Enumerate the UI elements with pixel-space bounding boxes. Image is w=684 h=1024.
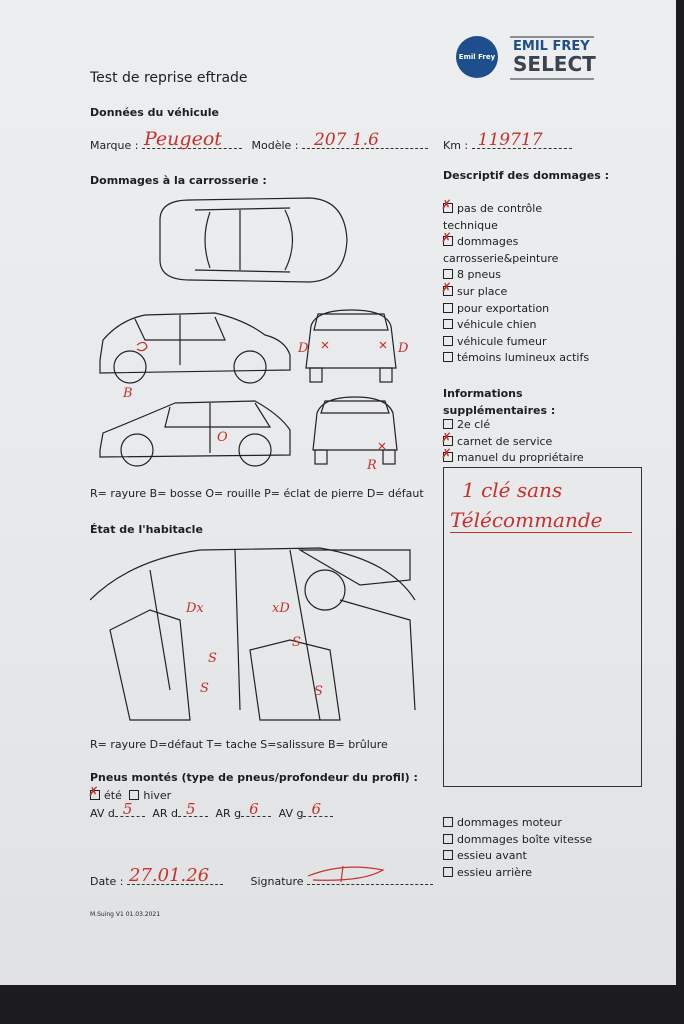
checkbox-service-book[interactable]: carnet de service xyxy=(441,431,584,452)
checkbox-no-inspection-cont: technique xyxy=(443,218,498,232)
checkbox-owner-manual[interactable]: manuel du propriétaire xyxy=(441,447,584,468)
checkbox-export[interactable]: pour exportation xyxy=(443,302,589,319)
checkbox-warning-lights[interactable]: témoins lumineux actifs xyxy=(443,351,589,368)
summer-checkbox[interactable]: été xyxy=(88,785,122,802)
checkbox-body-damage[interactable]: dommages xyxy=(441,231,589,252)
emil-frey-logo: Emil Frey EMIL FREY SELECT xyxy=(456,36,596,80)
extra-info-list: 2e clé carnet de service manuel du propr… xyxy=(441,418,584,468)
checkbox-gearbox-damage[interactable]: dommages boîte vitesse xyxy=(443,833,592,850)
mark-front-left: D xyxy=(297,341,309,356)
mark-seat-2: S xyxy=(200,681,209,696)
tire-type-row: été hiver xyxy=(88,785,171,802)
checkbox-no-inspection[interactable]: pas de contrôle xyxy=(441,198,589,219)
modele-field[interactable]: 207 1.6 xyxy=(302,130,428,150)
notes-box[interactable]: 1 clé sans Télécommande xyxy=(443,467,642,787)
km-field[interactable]: 119717 xyxy=(471,130,572,150)
mark-right-door: O xyxy=(217,430,228,445)
checkbox-engine-damage[interactable]: dommages moteur xyxy=(443,816,592,833)
car-right-side[interactable]: O xyxy=(95,395,295,475)
checkbox-dog-vehicle[interactable]: véhicule chien xyxy=(443,318,589,335)
car-left-side[interactable]: B xyxy=(95,305,295,400)
logo-badge: Emil Frey xyxy=(456,36,498,78)
marque-label: Marque : xyxy=(90,139,139,152)
km-label: Km : xyxy=(443,139,469,152)
interior-title: État de l'habitacle xyxy=(90,523,203,536)
km-row: Km : 119717 xyxy=(443,130,572,152)
car-top-view[interactable] xyxy=(150,190,350,290)
checkbox-smoker-vehicle[interactable]: véhicule fumeur xyxy=(443,335,589,352)
vehicle-section-title: Données du véhicule xyxy=(90,106,219,119)
damage-desc-list: pas de contrôle technique dommages carro… xyxy=(441,198,589,368)
body-damage-title: Dommages à la carrosserie : xyxy=(90,174,267,187)
tires-title: Pneus montés (type de pneus/profondeur d… xyxy=(90,771,418,784)
signature-label: Signature xyxy=(250,875,304,888)
mark-front-right: D xyxy=(397,341,408,356)
mark-rear-door: Dx xyxy=(185,601,204,616)
other-damage-list: dommages moteur dommages boîte vitesse e… xyxy=(443,816,592,882)
checkbox-8-tires[interactable]: 8 pneus xyxy=(443,268,589,285)
interior-diagram[interactable]: Dx xD S S S S xyxy=(90,540,420,730)
logo-line2: SELECT xyxy=(513,52,596,76)
mark-rear: R xyxy=(366,458,377,473)
logo-line1: EMIL FREY xyxy=(513,39,590,54)
interior-legend: R= rayure D=défaut T= tache S=salissure … xyxy=(90,738,388,751)
mark-seat-4: S xyxy=(314,684,323,699)
marque-field[interactable]: Peugeot xyxy=(142,128,242,150)
mark-front-door: xD xyxy=(272,601,290,616)
car-rear-view[interactable]: R xyxy=(305,395,405,475)
date-label: Date : xyxy=(90,875,124,888)
checkbox-front-axle[interactable]: essieu avant xyxy=(443,849,592,866)
modele-label: Modèle : xyxy=(251,139,299,152)
body-damage-legend: R= rayure B= bosse O= rouille P= éclat d… xyxy=(90,487,424,500)
checkbox-second-key[interactable]: 2e clé xyxy=(443,418,584,435)
mark-seat-1: S xyxy=(208,651,217,666)
date-row: Date : 27.01.26 Signature xyxy=(90,865,434,888)
notes-line-2: Télécommande xyxy=(450,508,633,533)
mark-seat-3: S xyxy=(292,635,301,650)
checkbox-body-damage-cont: carrosserie&peinture xyxy=(443,251,559,265)
vehicle-row: Marque : Peugeot Modèle : 207 1.6 xyxy=(90,128,428,152)
winter-checkbox[interactable]: hiver xyxy=(129,789,171,802)
signature-field[interactable] xyxy=(307,865,434,885)
page-title: Test de reprise eftrade xyxy=(90,70,248,86)
car-front-view[interactable]: D D xyxy=(296,306,408,386)
checkbox-on-site[interactable]: sur place xyxy=(441,281,589,302)
checkbox-rear-axle[interactable]: essieu arrière xyxy=(443,866,592,883)
handwritten-signature xyxy=(307,865,385,883)
date-field[interactable]: 27.01.26 xyxy=(127,865,223,886)
mark-left-rear: B xyxy=(122,386,133,400)
version-note: M.Suing V1 01.03.2021 xyxy=(90,911,161,918)
damage-desc-title: Descriptif des dommages : xyxy=(443,169,609,182)
notes-line-1: 1 clé sans xyxy=(462,478,563,502)
form-sheet: Emil Frey EMIL FREY SELECT Test de repri… xyxy=(0,0,676,985)
